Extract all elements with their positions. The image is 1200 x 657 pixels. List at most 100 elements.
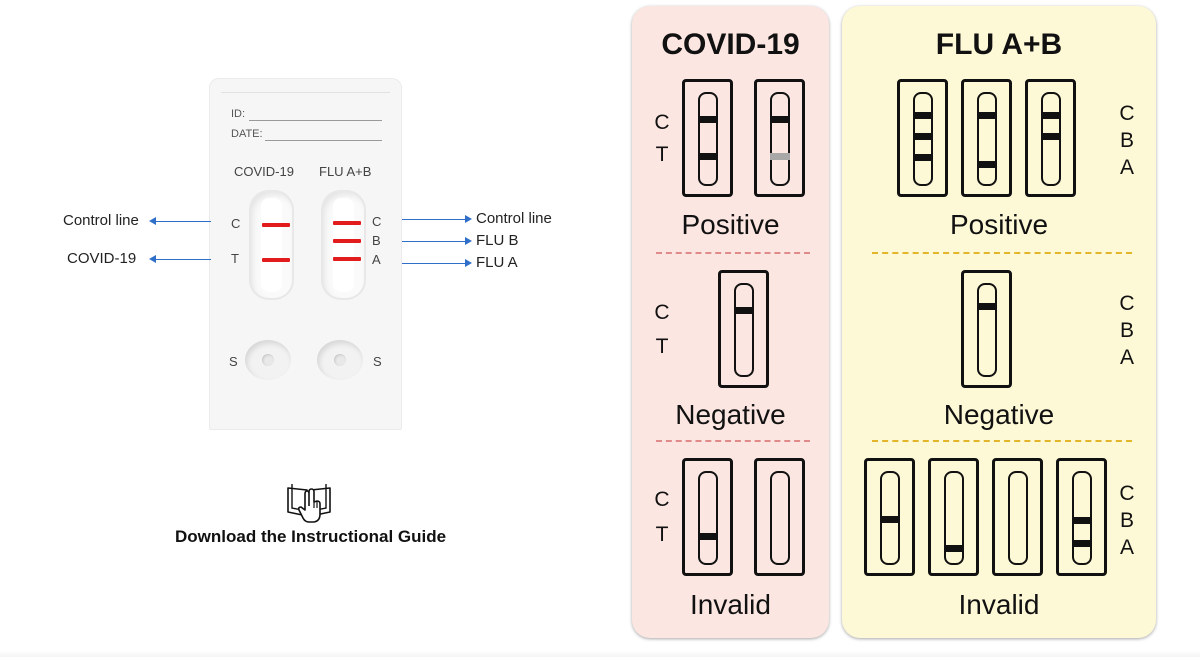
flu-positive-label: Positive — [949, 209, 1049, 240]
flu-b-line — [333, 239, 361, 243]
flu-panel-title: FLU A+B — [935, 28, 1063, 61]
date-label: DATE: — [231, 128, 263, 140]
flu-pos1-b-band — [913, 133, 933, 140]
covid-inv1-strip — [698, 471, 718, 565]
flu-neg-label-b: B — [1119, 319, 1134, 342]
cassette-top-cap — [221, 78, 390, 93]
covid-invalid-test-1 — [682, 458, 733, 576]
flu-pos1-control-band — [913, 112, 933, 119]
arrow-left-control — [149, 217, 211, 225]
covid-pos2-strip — [770, 92, 790, 186]
covid-pos1-strip — [698, 92, 718, 186]
covid-negative-test — [718, 270, 769, 388]
cassette-mark-c-left: C — [231, 216, 241, 231]
flu-pos2-control-band — [977, 112, 997, 119]
flu-invalid-label: Invalid — [958, 589, 1040, 620]
page-bottom-edge — [0, 651, 1200, 657]
flu-a-line — [333, 257, 361, 261]
flu-inv1-band — [880, 516, 900, 523]
flu-inv4-b-band — [1072, 517, 1092, 524]
covid-pos2-control-band — [770, 116, 790, 123]
flu-pos-label-c: C — [1119, 102, 1135, 125]
flu-test-window — [321, 190, 366, 300]
covid-inv-label-t: T — [655, 523, 669, 546]
flu-inv2-strip — [944, 471, 964, 565]
flu-sample-hole — [334, 354, 346, 366]
covid-results-panel: COVID-19 C T Positive C T Negative C T I… — [632, 6, 829, 638]
flu-inv4-a-band — [1072, 540, 1092, 547]
covid-neg-label-c: C — [654, 301, 670, 324]
callout-covid-19: COVID-19 — [67, 250, 137, 267]
covid-inv-label-c: C — [654, 488, 670, 511]
covid-pos-label-c: C — [654, 111, 670, 134]
callout-control-line-right: Control line — [476, 210, 552, 227]
covid-control-line — [262, 223, 290, 227]
book-hand-pointer-icon[interactable] — [283, 478, 335, 524]
cassette-mark-c-right: C — [372, 214, 382, 229]
flu-divider-2 — [872, 440, 1132, 442]
flu-positive-a-b — [897, 79, 948, 197]
covid-neg-label-t: T — [655, 335, 669, 358]
flu-neg-label-c: C — [1119, 292, 1135, 315]
arrow-right-flu-b — [402, 237, 472, 245]
flu-invalid-test-2 — [928, 458, 979, 576]
id-label: ID: — [231, 108, 246, 120]
covid-sample-hole — [262, 354, 274, 366]
flu-negative-label: Negative — [943, 399, 1055, 430]
flu-negative-test — [961, 270, 1012, 388]
cassette-covid-header: COVID-19 — [234, 164, 294, 179]
covid-positive-strong — [682, 79, 733, 197]
covid-neg-control-band — [734, 307, 754, 314]
flu-pos3-control-band — [1041, 112, 1061, 119]
arrow-right-control — [402, 215, 472, 223]
sample-mark-left: S — [229, 354, 238, 369]
date-field-line — [265, 140, 382, 141]
flu-inv-label-a: A — [1119, 536, 1134, 559]
flu-sample-well — [317, 340, 363, 380]
id-field-line — [249, 120, 382, 121]
flu-inv-label-b: B — [1119, 509, 1134, 532]
flu-invalid-test-3 — [992, 458, 1043, 576]
flu-divider-1 — [872, 252, 1132, 254]
covid-divider-1 — [656, 252, 810, 254]
arrow-right-flu-a — [402, 259, 472, 267]
flu-neg-strip — [977, 283, 997, 377]
covid-positive-label: Positive — [681, 209, 780, 240]
test-cassette: ID: DATE: COVID-19 FLU A+B C T C B A S S — [209, 78, 402, 430]
covid-panel-title: COVID-19 — [661, 28, 800, 61]
flu-results-panel: FLU A+B C B A Positive C B A Negative — [842, 6, 1156, 638]
flu-pos3-b-band — [1041, 133, 1061, 140]
covid-invalid-test-2 — [754, 458, 805, 576]
flu-invalid-test-1 — [864, 458, 915, 576]
flu-inv3-strip — [1008, 471, 1028, 565]
covid-invalid-label: Invalid — [690, 589, 771, 620]
flu-pos-label-a: A — [1119, 156, 1134, 179]
covid-pos1-test-band — [698, 153, 718, 160]
covid-pos1-control-band — [698, 116, 718, 123]
callout-flu-a: FLU A — [476, 254, 518, 271]
covid-inv2-strip — [770, 471, 790, 565]
covid-positive-faint — [754, 79, 805, 197]
covid-test-line — [262, 258, 290, 262]
sample-mark-right: S — [373, 354, 382, 369]
flu-test-strip — [333, 198, 354, 292]
flu-pos2-a-band — [977, 161, 997, 168]
cassette-mark-t-left: T — [231, 251, 239, 266]
covid-pos-label-t: T — [655, 143, 669, 166]
covid-sample-well — [245, 340, 291, 380]
cassette-mark-a-right: A — [372, 252, 381, 267]
covid-inv1-test-band — [698, 533, 718, 540]
flu-inv-label-c: C — [1119, 482, 1135, 505]
callout-control-line-left: Control line — [63, 212, 139, 229]
covid-test-strip — [261, 198, 282, 292]
covid-negative-label: Negative — [675, 399, 786, 430]
covid-pos2-faint-band — [770, 153, 790, 160]
flu-inv2-band — [944, 545, 964, 552]
cassette-flu-header: FLU A+B — [319, 164, 372, 179]
download-guide-link[interactable]: Download the Instructional Guide — [175, 527, 447, 546]
flu-control-line — [333, 221, 361, 225]
flu-invalid-test-4 — [1056, 458, 1107, 576]
flu-pos1-a-band — [913, 154, 933, 161]
flu-neg-label-a: A — [1119, 346, 1134, 369]
flu-neg-control-band — [977, 303, 997, 310]
